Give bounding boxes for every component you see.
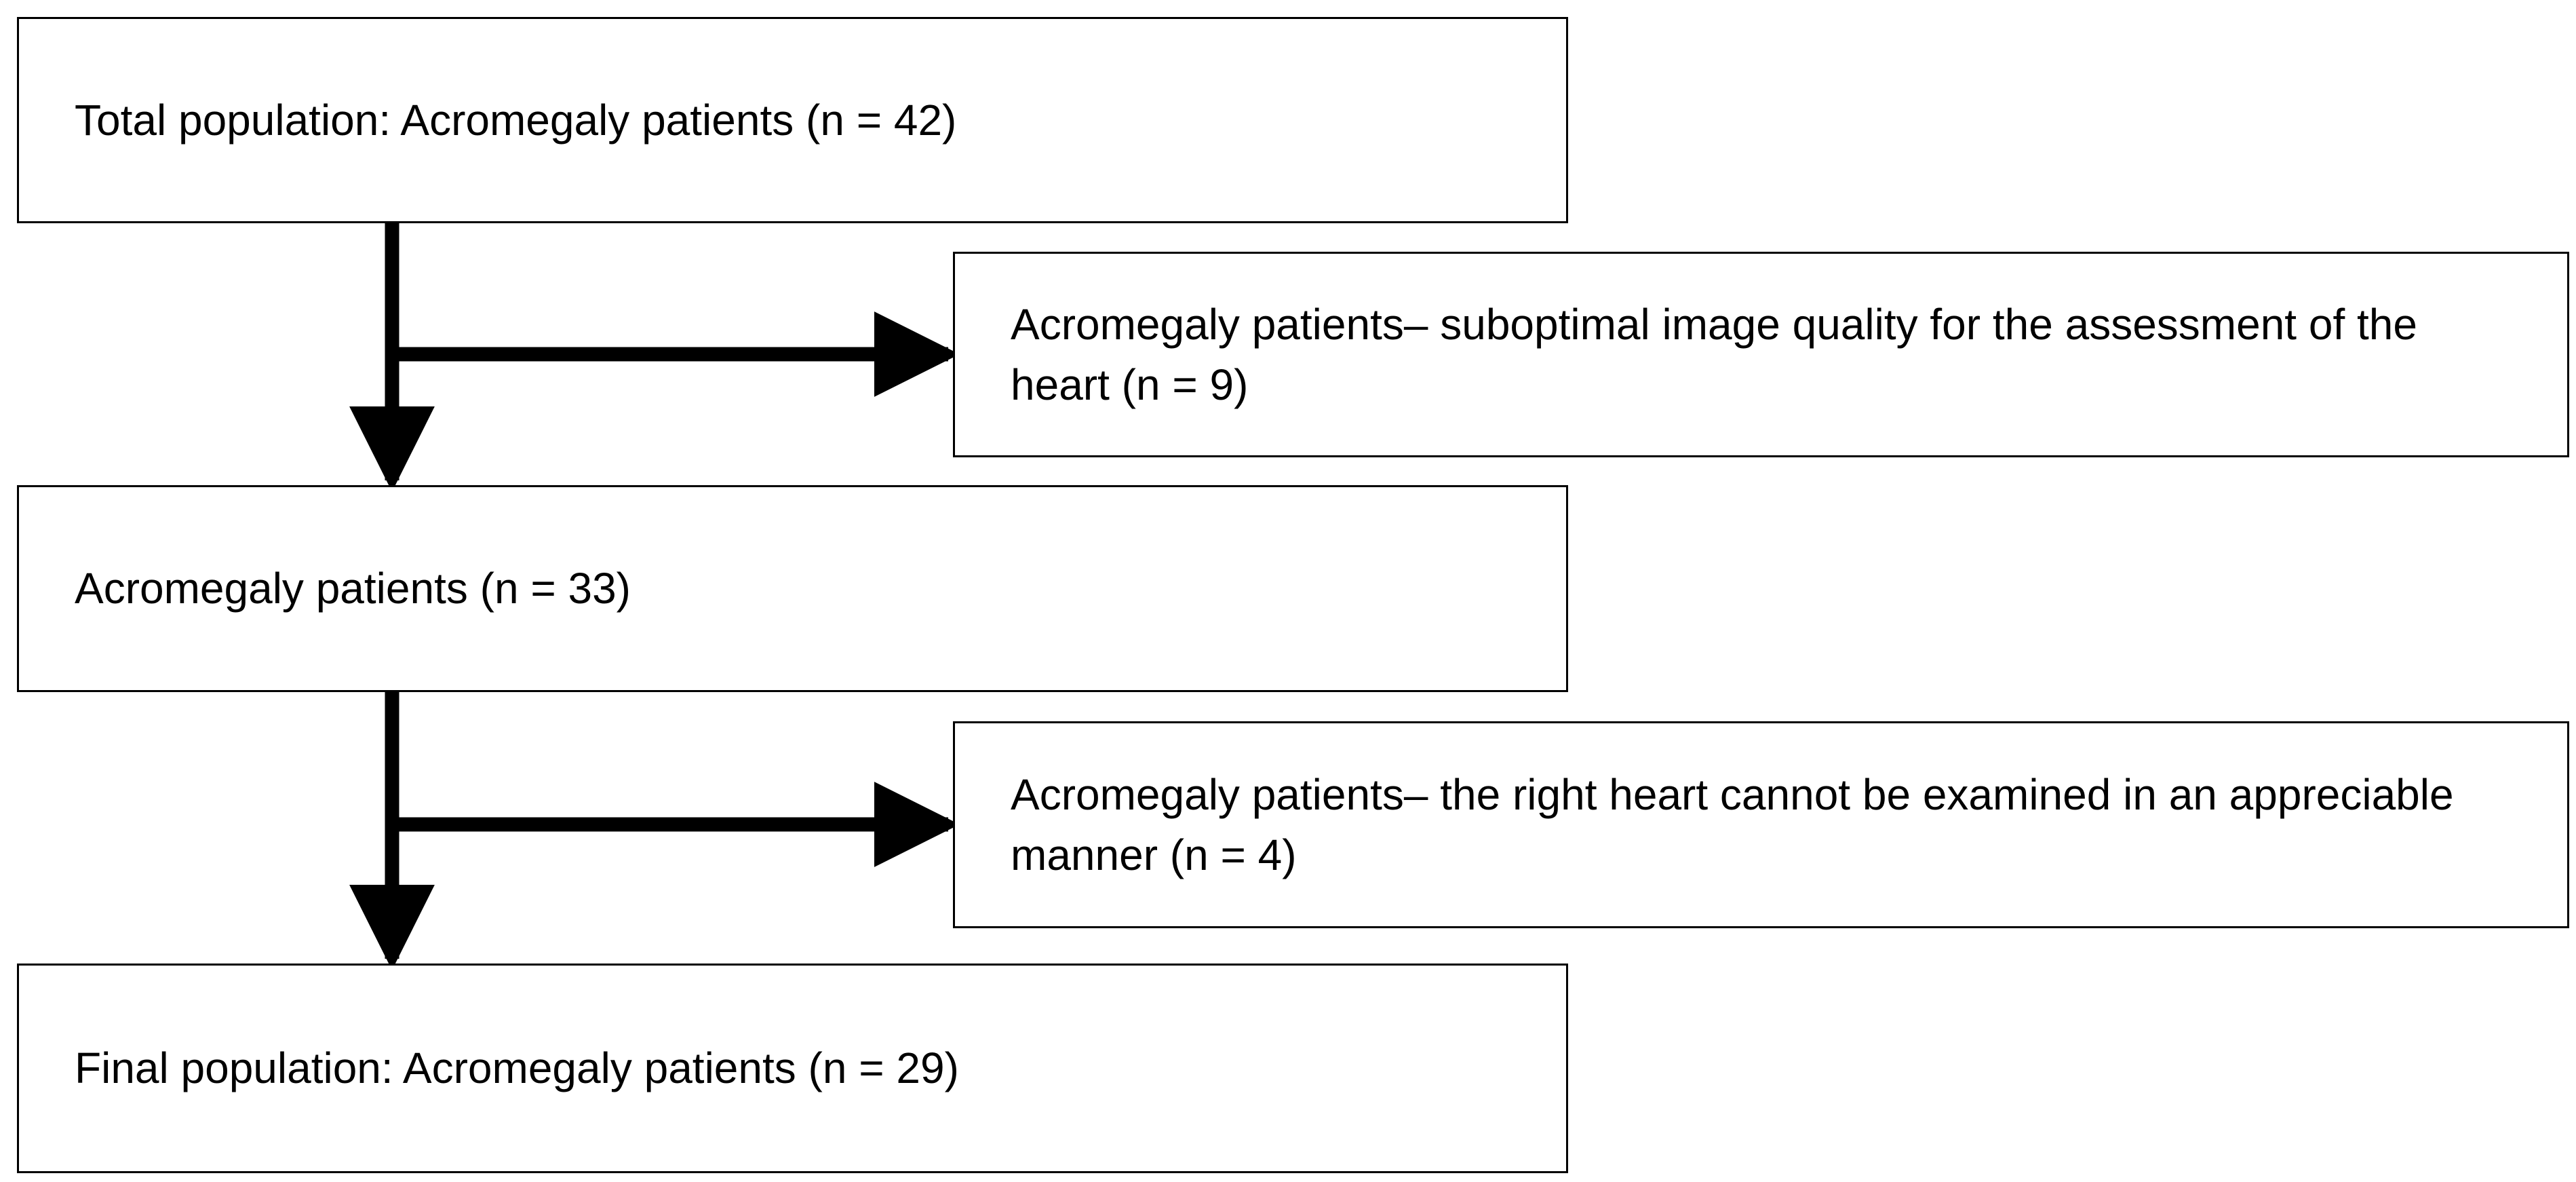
node-excluded-right-heart-text: Acromegaly patients– the right heart can… bbox=[1011, 770, 2454, 879]
node-final-population-text: Final population: Acromegaly patients (n… bbox=[75, 1044, 959, 1093]
node-final-population: Final population: Acromegaly patients (n… bbox=[17, 964, 1568, 1173]
node-intermediate-population-text: Acromegaly patients (n = 33) bbox=[75, 564, 631, 613]
node-total-population: Total population: Acromegaly patients (n… bbox=[17, 17, 1568, 223]
node-excluded-right-heart: Acromegaly patients– the right heart can… bbox=[953, 721, 2569, 928]
node-intermediate-population: Acromegaly patients (n = 33) bbox=[17, 485, 1568, 692]
node-excluded-suboptimal-image: Acromegaly patients– suboptimal image qu… bbox=[953, 252, 2569, 457]
node-excluded-suboptimal-image-text: Acromegaly patients– suboptimal image qu… bbox=[1011, 300, 2417, 409]
node-total-population-text: Total population: Acromegaly patients (n… bbox=[75, 95, 957, 145]
